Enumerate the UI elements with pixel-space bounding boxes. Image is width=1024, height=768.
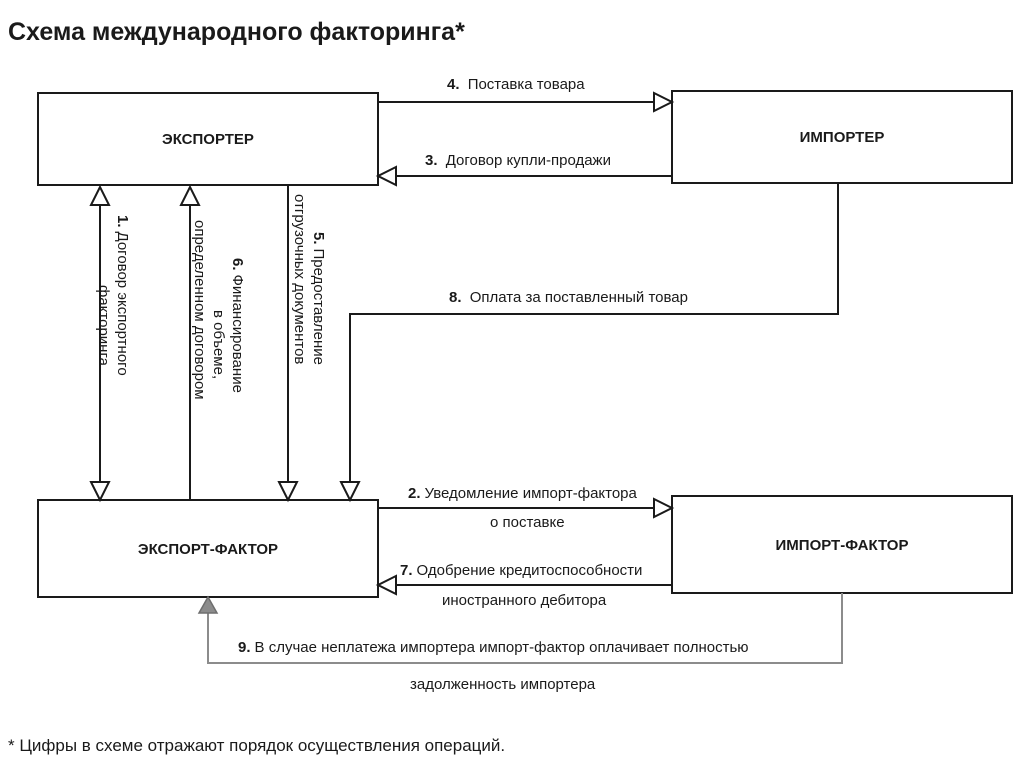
arrow-notification: 2.Уведомление импорт-фактора о поставке xyxy=(378,485,675,531)
arrow-credit-approval: 7.Одобрение кредитоспособности иностранн… xyxy=(375,562,672,609)
arrow-factoring-contract: 1.Договор экспортного факторинга xyxy=(89,184,131,503)
arrow-sale-contract: 3. Договор купли-продажи xyxy=(375,152,672,187)
arrowhead-right-icon xyxy=(653,497,675,519)
importer-box: ИМПОРТЕР xyxy=(671,90,1013,184)
exporter-label: ЭКСПОРТЕР xyxy=(162,131,254,148)
edge-1-label: 1.Договор экспортного факторинга xyxy=(95,215,131,380)
arrow-financing: 6.Финансирование в объеме, определенном … xyxy=(179,184,246,500)
arrow-non-payment-guarantee: 9.В случае неплатежа импортера импорт-фа… xyxy=(197,593,843,693)
edge-6-label: 6.Финансирование в объеме, определенном … xyxy=(191,220,246,400)
export-factor-label: ЭКСПОРТ-ФАКТОР xyxy=(138,541,278,558)
arrowhead-left-icon xyxy=(375,165,397,187)
edge-5-label: 5.Предоставление отгрузочных документов xyxy=(291,194,327,369)
export-factor-box: ЭКСПОРТ-ФАКТОР xyxy=(37,499,379,598)
arrowhead-right-icon xyxy=(653,91,675,113)
edge-3-label: 3. Договор купли-продажи xyxy=(425,152,611,169)
edge-4-label: 4. Поставка товара xyxy=(447,76,585,93)
edge-2-label: 2.Уведомление импорт-фактора о поставке xyxy=(408,485,641,531)
arrowhead-up-filled-icon xyxy=(197,595,219,614)
edge-9-label: 9.В случае неплатежа импортера импорт-фа… xyxy=(238,639,753,693)
diagram-title: Схема международного факторинга* xyxy=(8,18,465,46)
arrow-supply-of-goods: 4. Поставка товара xyxy=(378,76,675,113)
footnote: * Цифры в схеме отражают порядок осущест… xyxy=(8,736,505,755)
edge-7-label: 7.Одобрение кредитоспособности иностранн… xyxy=(400,562,647,609)
arrowhead-down-icon xyxy=(339,481,361,503)
arrowhead-left-icon xyxy=(375,574,397,596)
import-factor-label: ИМПОРТ-ФАКТОР xyxy=(776,537,909,554)
edge-8-label: 8. Оплата за поставленный товар xyxy=(449,289,688,306)
exporter-box: ЭКСПОРТЕР xyxy=(37,92,379,186)
arrowhead-down-icon xyxy=(277,481,299,503)
arrowhead-up-icon xyxy=(89,184,111,206)
arrow-payment-for-goods: 8. Оплата за поставленный товар xyxy=(339,183,839,503)
import-factor-box: ИМПОРТ-ФАКТОР xyxy=(671,495,1013,594)
arrowhead-down-icon xyxy=(89,481,111,503)
arrowhead-up-icon xyxy=(179,184,201,206)
importer-label: ИМПОРТЕР xyxy=(800,129,885,146)
arrow-shipping-documents: 5.Предоставление отгрузочных документов xyxy=(277,185,327,503)
